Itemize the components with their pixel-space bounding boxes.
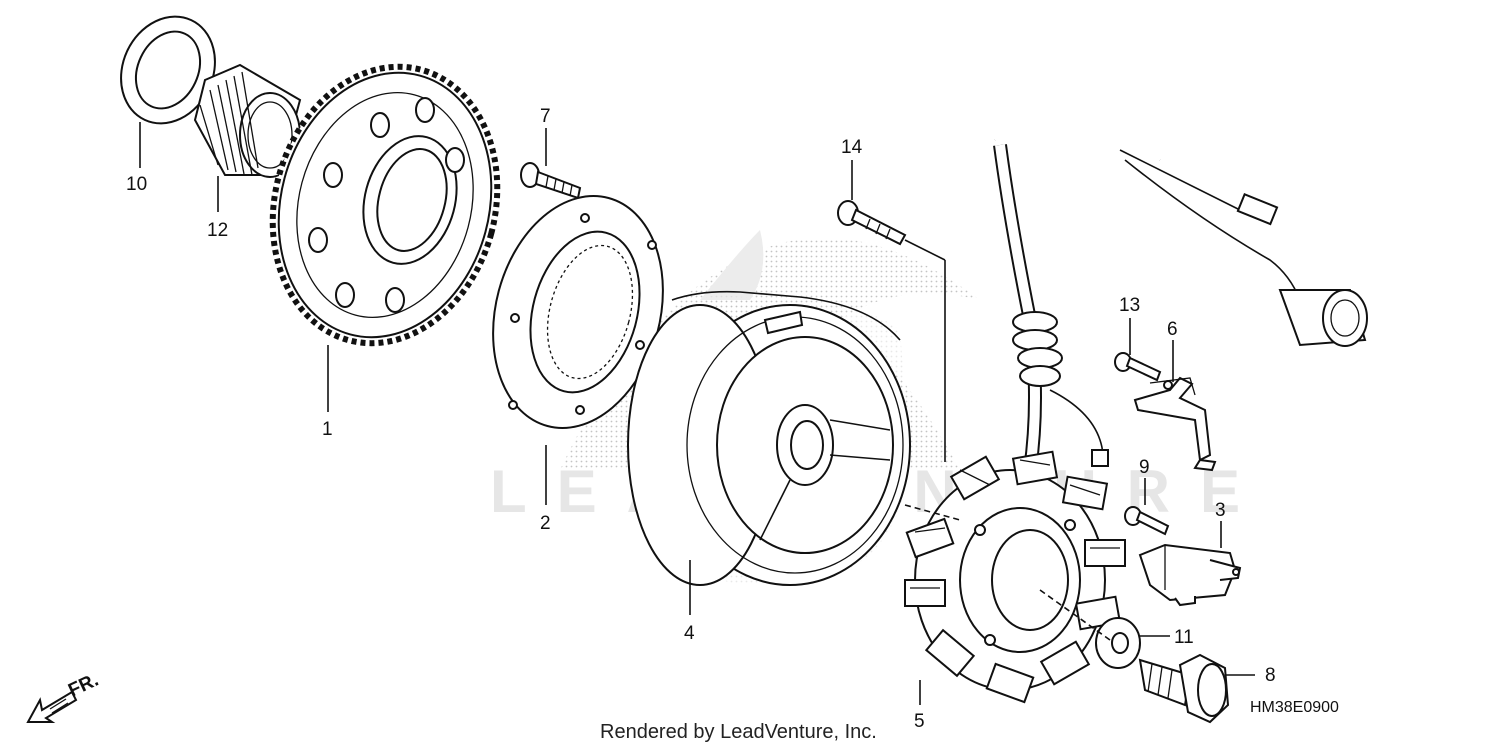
callout-11: 11 bbox=[1174, 627, 1194, 648]
part-2-oneway-clutch bbox=[492, 195, 664, 429]
part-11-washer bbox=[1095, 617, 1141, 669]
callout-14: 14 bbox=[841, 137, 863, 158]
callout-labels: 10 12 1 7 2 4 14 5 13 6 9 3 11 8 bbox=[126, 106, 1276, 732]
callout-12: 12 bbox=[207, 220, 228, 241]
part-14-bolt bbox=[837, 200, 907, 246]
part-1-starter-gear bbox=[269, 63, 501, 347]
callout-5: 5 bbox=[914, 711, 925, 732]
callout-1: 1 bbox=[322, 419, 333, 440]
callout-8: 8 bbox=[1265, 665, 1276, 686]
callout-7: 7 bbox=[540, 106, 551, 127]
credit-text: Rendered by LeadVenture, Inc. bbox=[600, 721, 877, 743]
callout-3: 3 bbox=[1215, 500, 1226, 521]
part-7-bolt bbox=[520, 162, 582, 200]
leader-lines bbox=[139, 122, 1255, 705]
callout-2: 2 bbox=[540, 513, 551, 534]
part-8-flange-bolt bbox=[1138, 653, 1230, 724]
part-6-wire-holder bbox=[1133, 376, 1217, 472]
callout-6: 6 bbox=[1167, 319, 1178, 340]
front-direction-arrow-icon: FR. bbox=[26, 670, 102, 723]
callout-4: 4 bbox=[684, 623, 695, 644]
callout-13: 13 bbox=[1119, 295, 1140, 316]
callout-10: 10 bbox=[126, 174, 147, 195]
part-10-washer bbox=[120, 15, 216, 125]
diagram-code: HM38E0900 bbox=[1250, 699, 1339, 716]
callout-9: 9 bbox=[1139, 457, 1150, 478]
part-9-bolt bbox=[1124, 506, 1170, 536]
part-4-flywheel bbox=[627, 290, 911, 586]
part-3-pulse-generator bbox=[1138, 543, 1242, 607]
part-13-bolt bbox=[1114, 352, 1162, 382]
part-5-stator bbox=[904, 116, 1368, 704]
